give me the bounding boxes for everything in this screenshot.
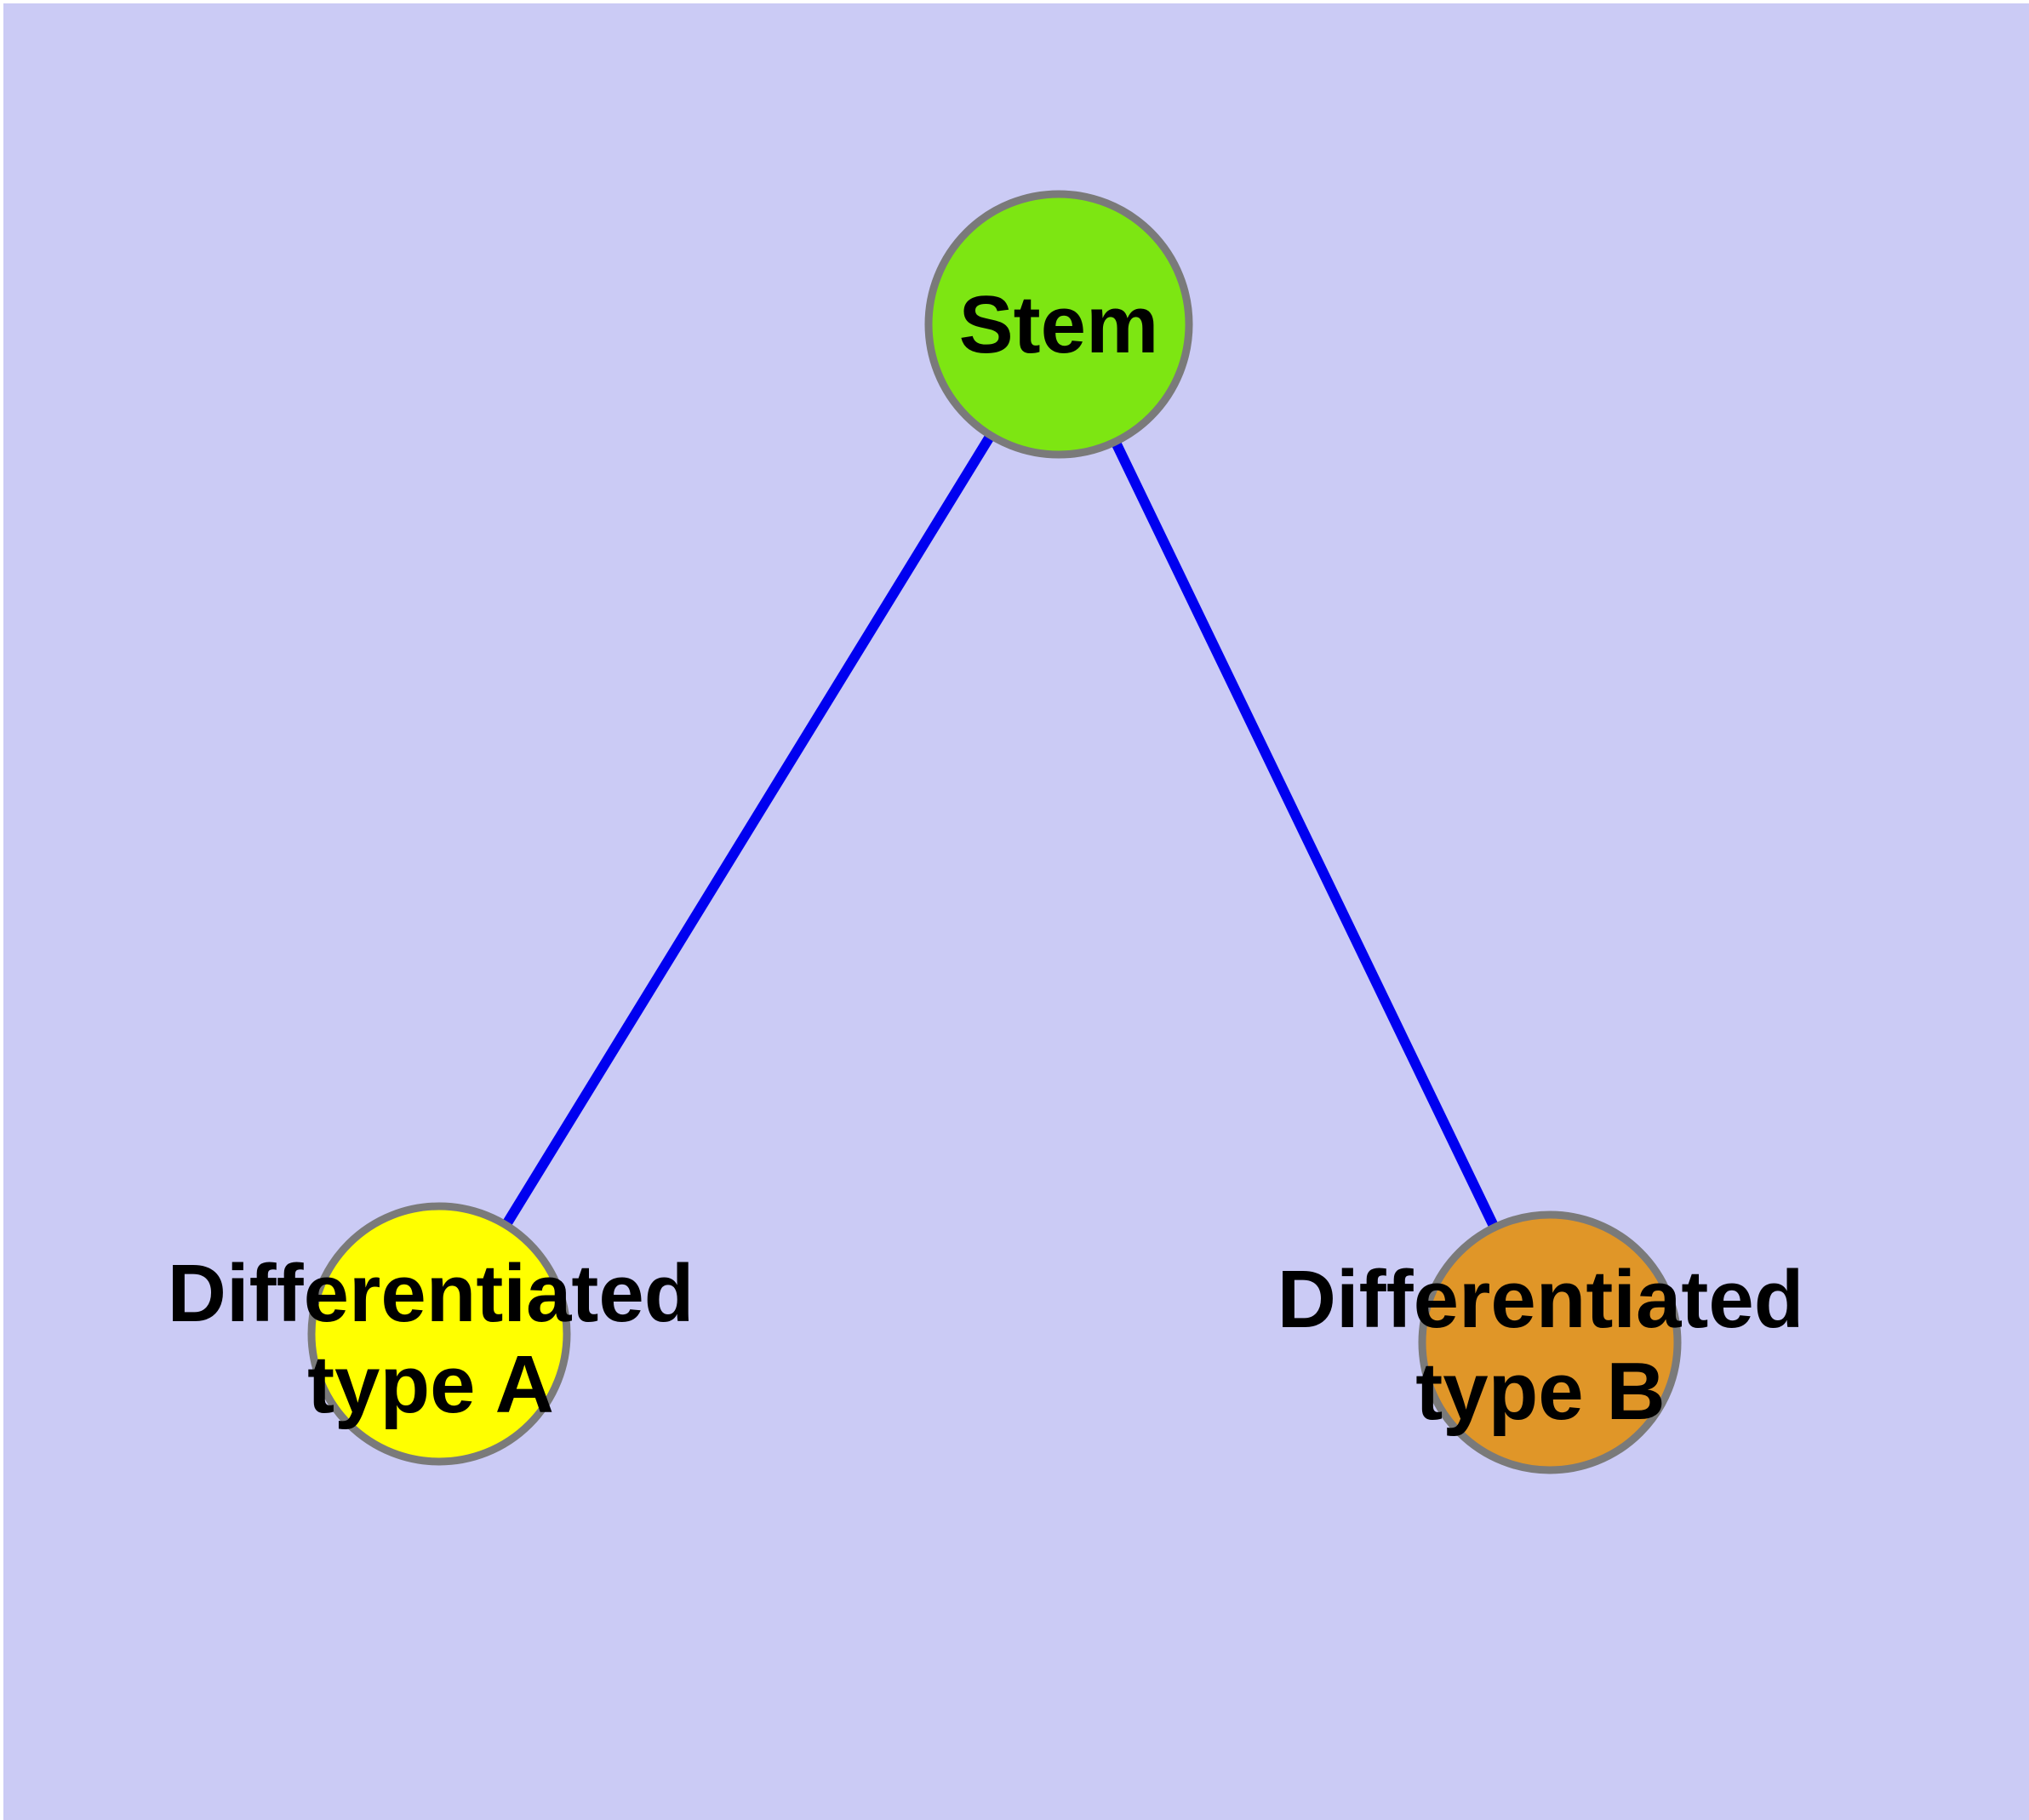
node-type-b-label-line2: type B [1415,1346,1665,1437]
diagram-canvas: Stem Differentiated type A Differentiate… [3,3,2029,1820]
node-type-b-label-line1: Differentiated [1277,1254,1804,1345]
edge-stem-to-type-b [1054,322,1555,1345]
node-stem-circle [924,190,1193,459]
node-type-b-circle [1418,1210,1682,1474]
node-type-a-label-line1: Differentiated [168,1248,694,1339]
node-stem-label: Stem [959,279,1159,370]
diagram-svg: Stem Differentiated type A Differentiate… [3,3,2029,1820]
edge-stem-to-type-a [434,321,1064,1337]
node-type-a-label-line2: type A [307,1339,554,1430]
node-type-a-circle [307,1202,571,1466]
